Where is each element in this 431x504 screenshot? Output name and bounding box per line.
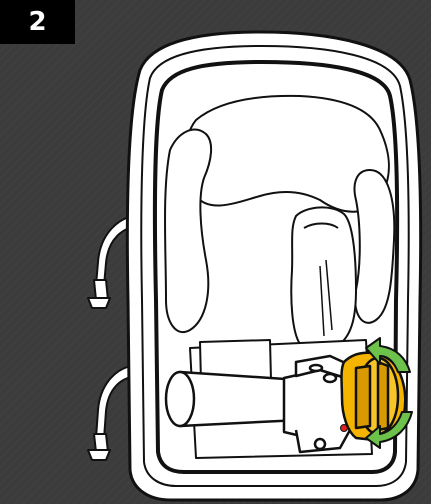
step-number-badge: 2 — [0, 0, 75, 44]
